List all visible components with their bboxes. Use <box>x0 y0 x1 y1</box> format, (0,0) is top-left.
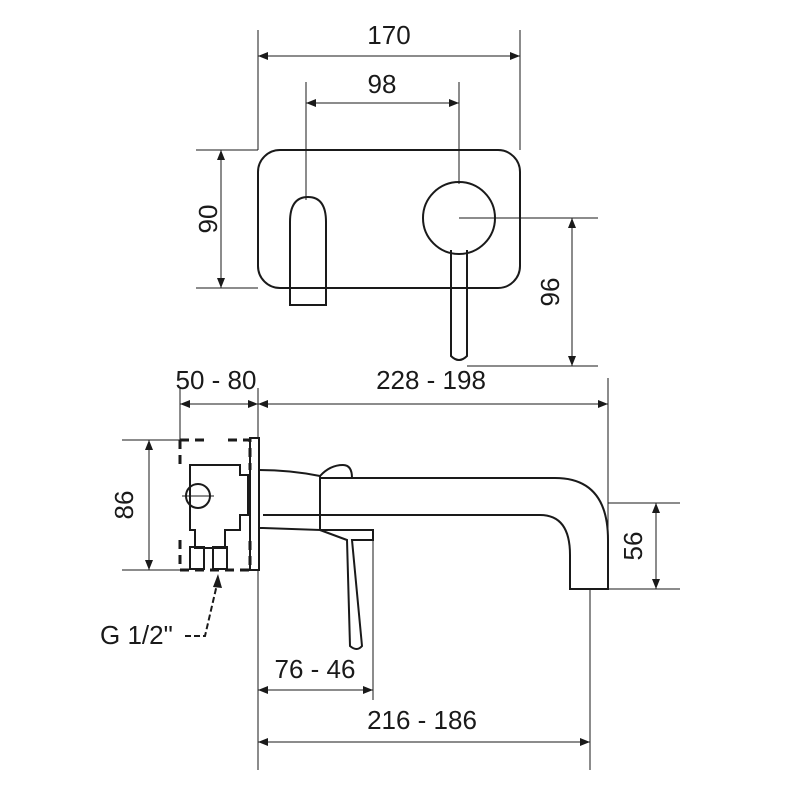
front-view-dimensions: 170 98 90 96 <box>193 20 598 367</box>
inlet-right <box>212 546 228 570</box>
dim-plate-width: 170 <box>367 20 410 50</box>
escutcheon <box>258 469 321 532</box>
dim-body-depth: 50 - 80 <box>176 365 257 395</box>
dim-handle-height: 96 <box>535 278 565 307</box>
side-view <box>178 437 609 650</box>
dim-body-height: 86 <box>109 491 139 520</box>
thread-callout-leader <box>185 579 219 637</box>
handle-lever <box>450 250 468 361</box>
dim-spout-projection: 228 - 198 <box>376 365 486 395</box>
wall-plate-side <box>249 437 260 571</box>
handle-top <box>319 463 353 479</box>
mixer-body <box>189 464 249 549</box>
thread-label: G 1/2" <box>100 620 173 650</box>
dim-lever-depth: 76 - 46 <box>275 654 356 684</box>
inlet-left <box>189 546 205 570</box>
dim-outlet-projection: 216 - 186 <box>367 705 477 735</box>
spout-side <box>263 477 609 590</box>
dim-spout-to-handle: 98 <box>368 69 397 99</box>
dim-spout-height: 56 <box>618 532 648 561</box>
front-view <box>257 149 521 361</box>
wall-plate <box>257 149 521 289</box>
dim-plate-height: 90 <box>193 205 223 234</box>
spout-front <box>289 195 327 306</box>
side-view-dimensions: 50 - 80 228 - 198 86 56 76 - 46 216 - 18… <box>100 365 680 770</box>
concealed-body-outline <box>178 438 252 572</box>
lever-side <box>319 529 374 650</box>
